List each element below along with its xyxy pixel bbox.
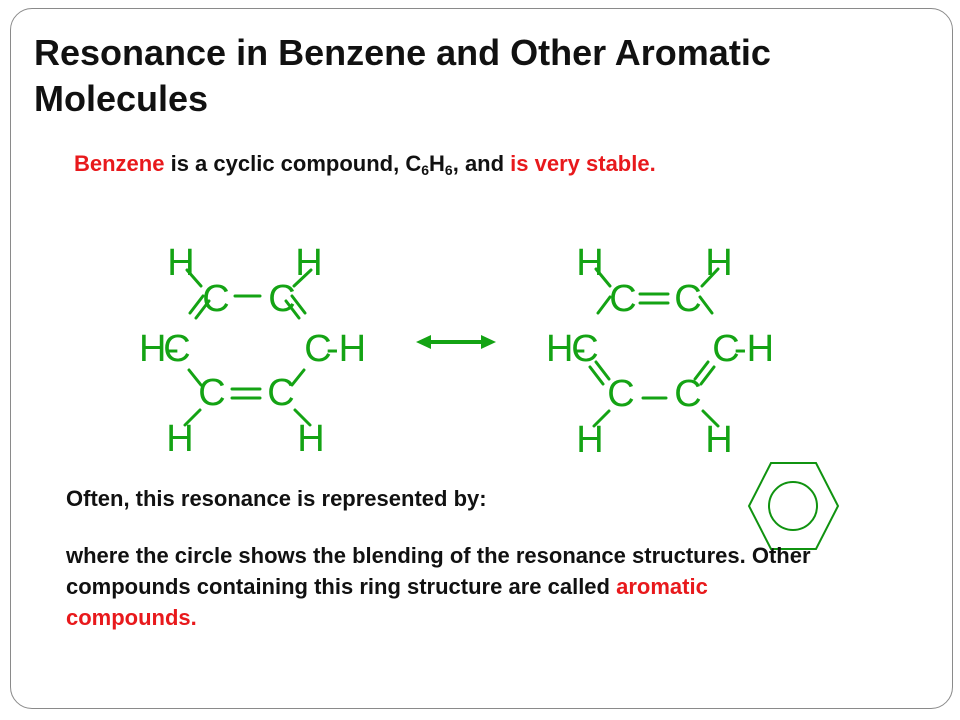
left-atom-h-top-left: H — [167, 242, 194, 284]
bond-top-left-double-a — [188, 294, 205, 315]
intro-text: Benzene is a cyclic compound, C6H6, and … — [74, 147, 834, 180]
right-atom-c-top-left: C — [609, 278, 636, 320]
left-atom-c-top-left: C — [202, 278, 229, 320]
left-label-h-left: H- — [139, 328, 179, 370]
intro-segment-2: , and — [452, 151, 511, 176]
description-segment: where the circle shows the blending of t… — [66, 543, 811, 599]
bond-bottom-left-double-a — [588, 365, 605, 386]
right-label-h-left: H- — [546, 328, 586, 370]
right-atom-h-bottom-left: H — [576, 419, 603, 461]
resonance-arrow-right-head — [481, 335, 496, 349]
bond-top-right-double-b — [284, 299, 301, 320]
carbon-subscript: 6 — [421, 162, 430, 178]
aromatic-compounds-text: aromatic compounds. — [66, 574, 708, 630]
right-atom-c-bottom-left: C — [607, 373, 634, 415]
bond-h-bottom-right — [293, 408, 312, 427]
resonance-arrow-left-head — [416, 335, 431, 349]
slide-frame — [10, 8, 953, 709]
left-atom-c-bottom-left: C — [198, 372, 225, 414]
bond-h-top-left — [185, 268, 203, 288]
left-atom-c-bottom-right: C — [267, 372, 294, 414]
right-atom-h-bottom-right: H — [705, 419, 732, 461]
bond-top-left-double-b — [194, 299, 211, 320]
right-atom-c-left: C — [571, 328, 598, 370]
left-atom-c-top-right: C — [268, 278, 295, 320]
bond-top-left-single — [596, 295, 612, 315]
bond-bottom-left-double-b — [594, 360, 611, 381]
left-structure-atoms: H H C C H- C C -H C C H H — [139, 242, 366, 460]
bond-bottom-right-double-a — [699, 365, 716, 386]
left-label-h-right: -H — [326, 328, 366, 370]
hydrogen-subscript: 6 — [444, 162, 453, 178]
benzene-structure-right — [588, 267, 720, 428]
intro-segment: is a cyclic compound, C — [164, 151, 422, 176]
right-atom-h-top-right: H — [705, 242, 732, 284]
slide-title: Resonance in Benzene and Other Aromatic … — [34, 32, 771, 119]
bond-h-bottom-left-r — [592, 409, 611, 428]
bond-h-bottom-right-r — [701, 409, 720, 428]
right-structure-atoms: H H C C H- C C -H C C H H — [546, 242, 774, 461]
bond-bottom-left-single — [187, 368, 203, 387]
right-atom-c-bottom-right: C — [674, 373, 701, 415]
aromatic-ring-icon — [747, 462, 840, 550]
description-text: where the circle shows the blending of t… — [66, 540, 826, 633]
left-atom-h-bottom-right: H — [297, 418, 324, 460]
ring-circle — [768, 481, 818, 531]
right-label-h-right: -H — [734, 328, 774, 370]
left-atom-h-top-right: H — [295, 242, 322, 284]
very-stable-text: is very stable. — [510, 151, 656, 176]
hydrogen-symbol: H — [429, 151, 445, 176]
benzene-structure-left — [183, 268, 313, 427]
bond-top-right-double-a — [290, 294, 307, 315]
bond-top-right-single — [698, 295, 714, 315]
bond-bottom-right-single — [290, 368, 306, 387]
right-atom-c-top-right: C — [674, 278, 701, 320]
right-atom-c-right: C — [712, 328, 739, 370]
ring-hexagon — [747, 462, 840, 550]
resonance-arrow — [416, 335, 496, 349]
bond-h-bottom-left — [183, 408, 202, 427]
left-atom-c-left: C — [163, 328, 190, 370]
bond-h-top-right-r — [700, 267, 720, 288]
right-atom-h-top-left: H — [576, 242, 603, 284]
representation-text: Often, this resonance is represented by: — [66, 486, 487, 511]
bond-h-top-left-r — [594, 267, 612, 288]
bond-bottom-right-double-b — [693, 360, 710, 381]
left-atom-h-bottom-left: H — [166, 418, 193, 460]
bond-h-top-right — [292, 268, 313, 288]
left-atom-c-right: C — [304, 328, 331, 370]
benzene-word: Benzene — [74, 151, 165, 176]
